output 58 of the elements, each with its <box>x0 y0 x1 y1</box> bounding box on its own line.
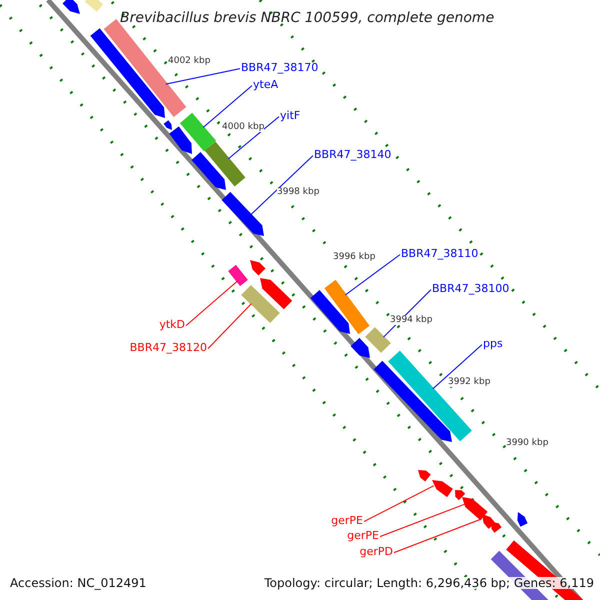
gene-feature <box>517 512 528 527</box>
gene-label: pps <box>483 338 503 349</box>
leader-line <box>364 485 434 522</box>
gene-feature <box>169 126 192 154</box>
gene-feature <box>84 0 104 12</box>
gene-label: yitF <box>280 110 300 121</box>
leader-line <box>250 155 314 216</box>
gene-feature <box>455 490 466 500</box>
leader-line <box>432 344 482 390</box>
gene-feature <box>228 264 248 286</box>
gene-feature <box>204 142 246 186</box>
gene-label: yteA <box>253 79 278 90</box>
title: Brevibacillus brevis NBRC 100599, complete genome <box>120 11 494 25</box>
gene-feature <box>164 120 172 130</box>
scale-label: 3998 kbp <box>277 188 320 197</box>
gene-feature <box>482 514 496 529</box>
gene-label: BBR47_38100 <box>432 283 510 294</box>
gene-label: ytkD <box>159 319 185 330</box>
gene-feature <box>241 285 280 323</box>
gene-feature <box>192 152 226 190</box>
scale-label: 4002 kbp <box>168 57 210 66</box>
gene-label: BBR47_38110 <box>401 248 478 259</box>
scale-label: 3990 kbp <box>506 439 548 448</box>
gene-label: BBR47_38170 <box>241 62 318 73</box>
gene-feature <box>432 480 453 498</box>
gene-feature <box>310 290 350 334</box>
gene-feature <box>324 280 370 334</box>
gene-label: BBR47_38120 <box>130 342 207 353</box>
gene-feature <box>388 350 472 442</box>
gene-feature <box>260 278 292 310</box>
info-text: Topology: circular; Length: 6,296,436 bp; Genes: 6,119 <box>264 577 594 589</box>
gene-label: gerPE <box>331 515 363 526</box>
leader-line <box>380 504 465 538</box>
leader-line <box>186 280 238 326</box>
scale-label: 3992 kbp <box>448 378 490 387</box>
leader-line <box>228 116 280 160</box>
gene-feature <box>365 327 391 353</box>
gene-feature <box>90 28 165 118</box>
leader-line <box>394 518 482 554</box>
gene-feature <box>491 522 502 533</box>
scale-label: 4000 kbp <box>222 123 264 132</box>
leader-line <box>165 68 240 85</box>
gene-feature <box>418 470 431 482</box>
info-text: Accession: NC_012491 <box>10 577 146 589</box>
gene-feature <box>250 260 266 276</box>
gene-feature <box>62 0 80 14</box>
leader-line <box>345 254 400 296</box>
gene-feature <box>180 112 216 152</box>
gene-feature <box>462 497 488 520</box>
gene-feature <box>222 192 264 236</box>
leader-line <box>208 303 252 350</box>
gene-feature <box>350 338 370 358</box>
scale-label: 3996 kbp <box>333 253 376 262</box>
gene-label: BBR47_38140 <box>314 149 392 160</box>
leader-line <box>202 85 252 128</box>
gene-label: gerPE <box>347 530 379 541</box>
gene-label: gerPD <box>360 546 393 557</box>
scale-label: 3994 kbp <box>390 316 432 325</box>
